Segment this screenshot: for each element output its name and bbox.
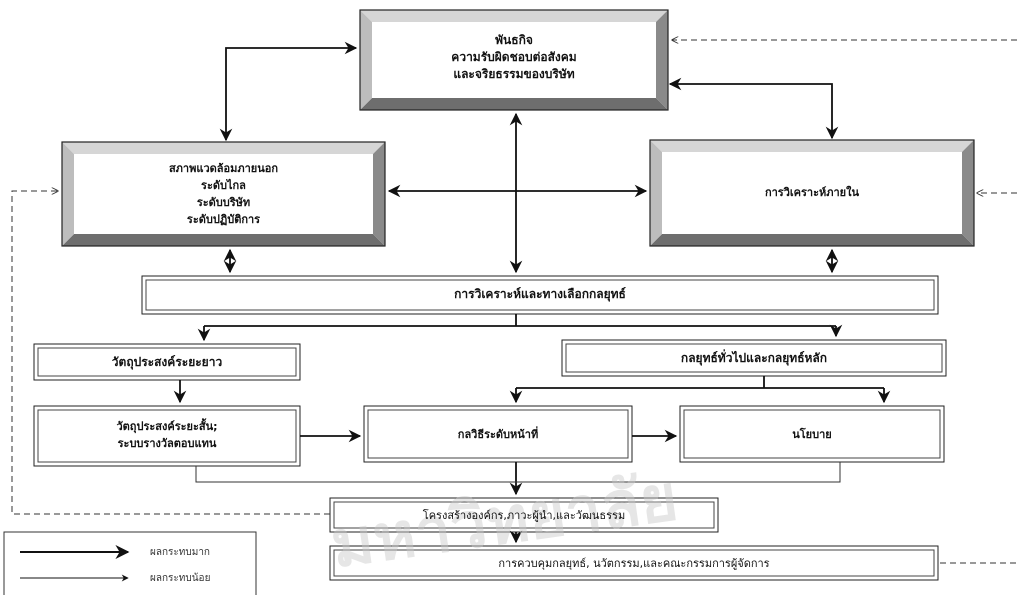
- internal-analysis-label: การวิเคราะห์ภายใน: [764, 186, 860, 199]
- functional-tactics-label: กลวิธีระดับหน้าที่: [457, 428, 539, 441]
- grand-strategy-frame: [561, 339, 947, 377]
- analysis-label: การวิเคราะห์และทางเลือกกลยุทธ์: [454, 287, 626, 301]
- gather-line: [195, 462, 841, 483]
- short-term-objectives-frame: [33, 405, 301, 467]
- arrow-mission-internal: [668, 77, 839, 140]
- legend-minor-label: ผลกระทบน้อย: [150, 573, 211, 584]
- mission-box: [359, 9, 669, 111]
- policy-label: นโยบาย: [792, 428, 832, 441]
- short-term-objectives-label: วัตถุประสงค์ระยะสั้น; ระบบรางวัลตอบแทน: [116, 420, 218, 450]
- external-environment-label: สภาพแวดล้อมภายนอก ระดับไกล ระดับบริษัท ร…: [168, 162, 279, 226]
- arrow-mission-external: [219, 41, 358, 142]
- feedback-lines: [11, 40, 1017, 564]
- structure-label: โครงสร้างองค์กร,ภาวะผู้นำ,และวัฒนธรรม: [422, 509, 626, 522]
- legend-major-label: ผลกระทบมาก: [150, 547, 210, 558]
- external-environment-box: [61, 141, 386, 247]
- long-term-objectives-label: วัตถุประสงค์ระยะยาว: [111, 355, 223, 369]
- structure-frame: [329, 497, 719, 533]
- functional-tactics-frame: [363, 405, 633, 463]
- feedback-to-external: [11, 191, 330, 515]
- grand-strategy-label: กลยุทธ์ทั่วไปและกลยุทธ์หลัก: [680, 351, 828, 365]
- control-frame: [329, 545, 939, 581]
- control-label: การควบคุมกลยุทธ์, นวัตกรรม,และคณะกรรมการ…: [498, 557, 770, 570]
- long-term-objectives-frame: [33, 343, 301, 381]
- internal-analysis-box: [649, 139, 975, 247]
- mission-label: พันธกิจ ความรับผิดชอบต่อสังคม และจริยธรร…: [451, 33, 577, 81]
- analysis-box-frame: [141, 275, 939, 315]
- connectors: [173, 41, 891, 544]
- policy-frame: [679, 405, 945, 463]
- legend: [3, 531, 257, 595]
